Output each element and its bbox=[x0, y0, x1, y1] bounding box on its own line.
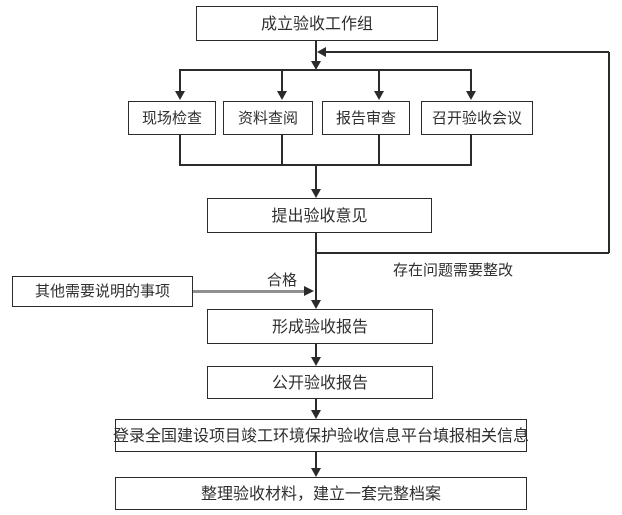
connector-drop-4 bbox=[470, 70, 472, 92]
arrowhead-right-icon bbox=[304, 286, 314, 296]
node-acceptance-report: 形成验收报告 bbox=[207, 309, 433, 344]
node-platform-filing: 登录全国建设项目竣工环境保护验收信息平台填报相关信息 bbox=[113, 419, 529, 452]
edge-label-qualified: 合格 bbox=[266, 271, 297, 289]
connector-drop-1 bbox=[179, 70, 181, 92]
connector-riser-2 bbox=[281, 135, 283, 165]
arrowhead-down-icon bbox=[311, 410, 321, 419]
edge-label-rectification: 存在问题需要整改 bbox=[393, 261, 514, 279]
connector-riser-3 bbox=[378, 135, 380, 165]
arrowhead-down-icon bbox=[311, 300, 321, 309]
connector-feedback-top bbox=[326, 51, 609, 53]
connector-platform-to-archive bbox=[315, 452, 317, 469]
node-document-review: 资料查阅 bbox=[223, 101, 313, 135]
connector-rectification-branch bbox=[316, 252, 609, 254]
arrowhead-down-icon bbox=[311, 468, 321, 477]
arrowhead-down-icon bbox=[311, 61, 321, 70]
connector-drop-2 bbox=[281, 70, 283, 92]
node-acceptance-meeting: 召开验收会议 bbox=[421, 101, 533, 135]
node-other-matters: 其他需要说明的事项 bbox=[12, 276, 193, 307]
node-archive: 整理验收材料，建立一套完整档案 bbox=[115, 477, 527, 510]
arrowhead-down-icon bbox=[311, 357, 321, 366]
node-establish-team: 成立验收工作组 bbox=[196, 6, 438, 41]
connector-other-matters bbox=[193, 290, 304, 293]
arrowhead-down-icon bbox=[374, 91, 384, 100]
connector-publish-to-platform bbox=[315, 399, 317, 411]
connector-feedback-right bbox=[608, 52, 610, 253]
node-acceptance-opinion: 提出验收意见 bbox=[207, 198, 432, 233]
node-report-review: 报告审查 bbox=[322, 101, 410, 135]
connector-drop-3 bbox=[378, 70, 380, 92]
node-site-inspection: 现场检查 bbox=[128, 101, 216, 135]
connector-riser-4 bbox=[470, 135, 472, 165]
connector-report-to-publish bbox=[315, 344, 317, 358]
connector-riser-1 bbox=[179, 135, 181, 165]
connector-distribution bbox=[179, 69, 472, 71]
connector-start-down bbox=[315, 41, 317, 62]
arrowhead-down-icon bbox=[311, 189, 321, 198]
connector-to-opinion bbox=[315, 165, 317, 190]
arrowhead-down-icon bbox=[175, 91, 185, 100]
arrowhead-down-icon bbox=[466, 91, 476, 100]
connector-collection bbox=[179, 164, 472, 166]
connector-opinion-to-report bbox=[315, 233, 317, 301]
arrowhead-down-icon bbox=[277, 91, 287, 100]
arrowhead-left-icon bbox=[317, 47, 326, 57]
node-publish-report: 公开验收报告 bbox=[207, 366, 433, 399]
